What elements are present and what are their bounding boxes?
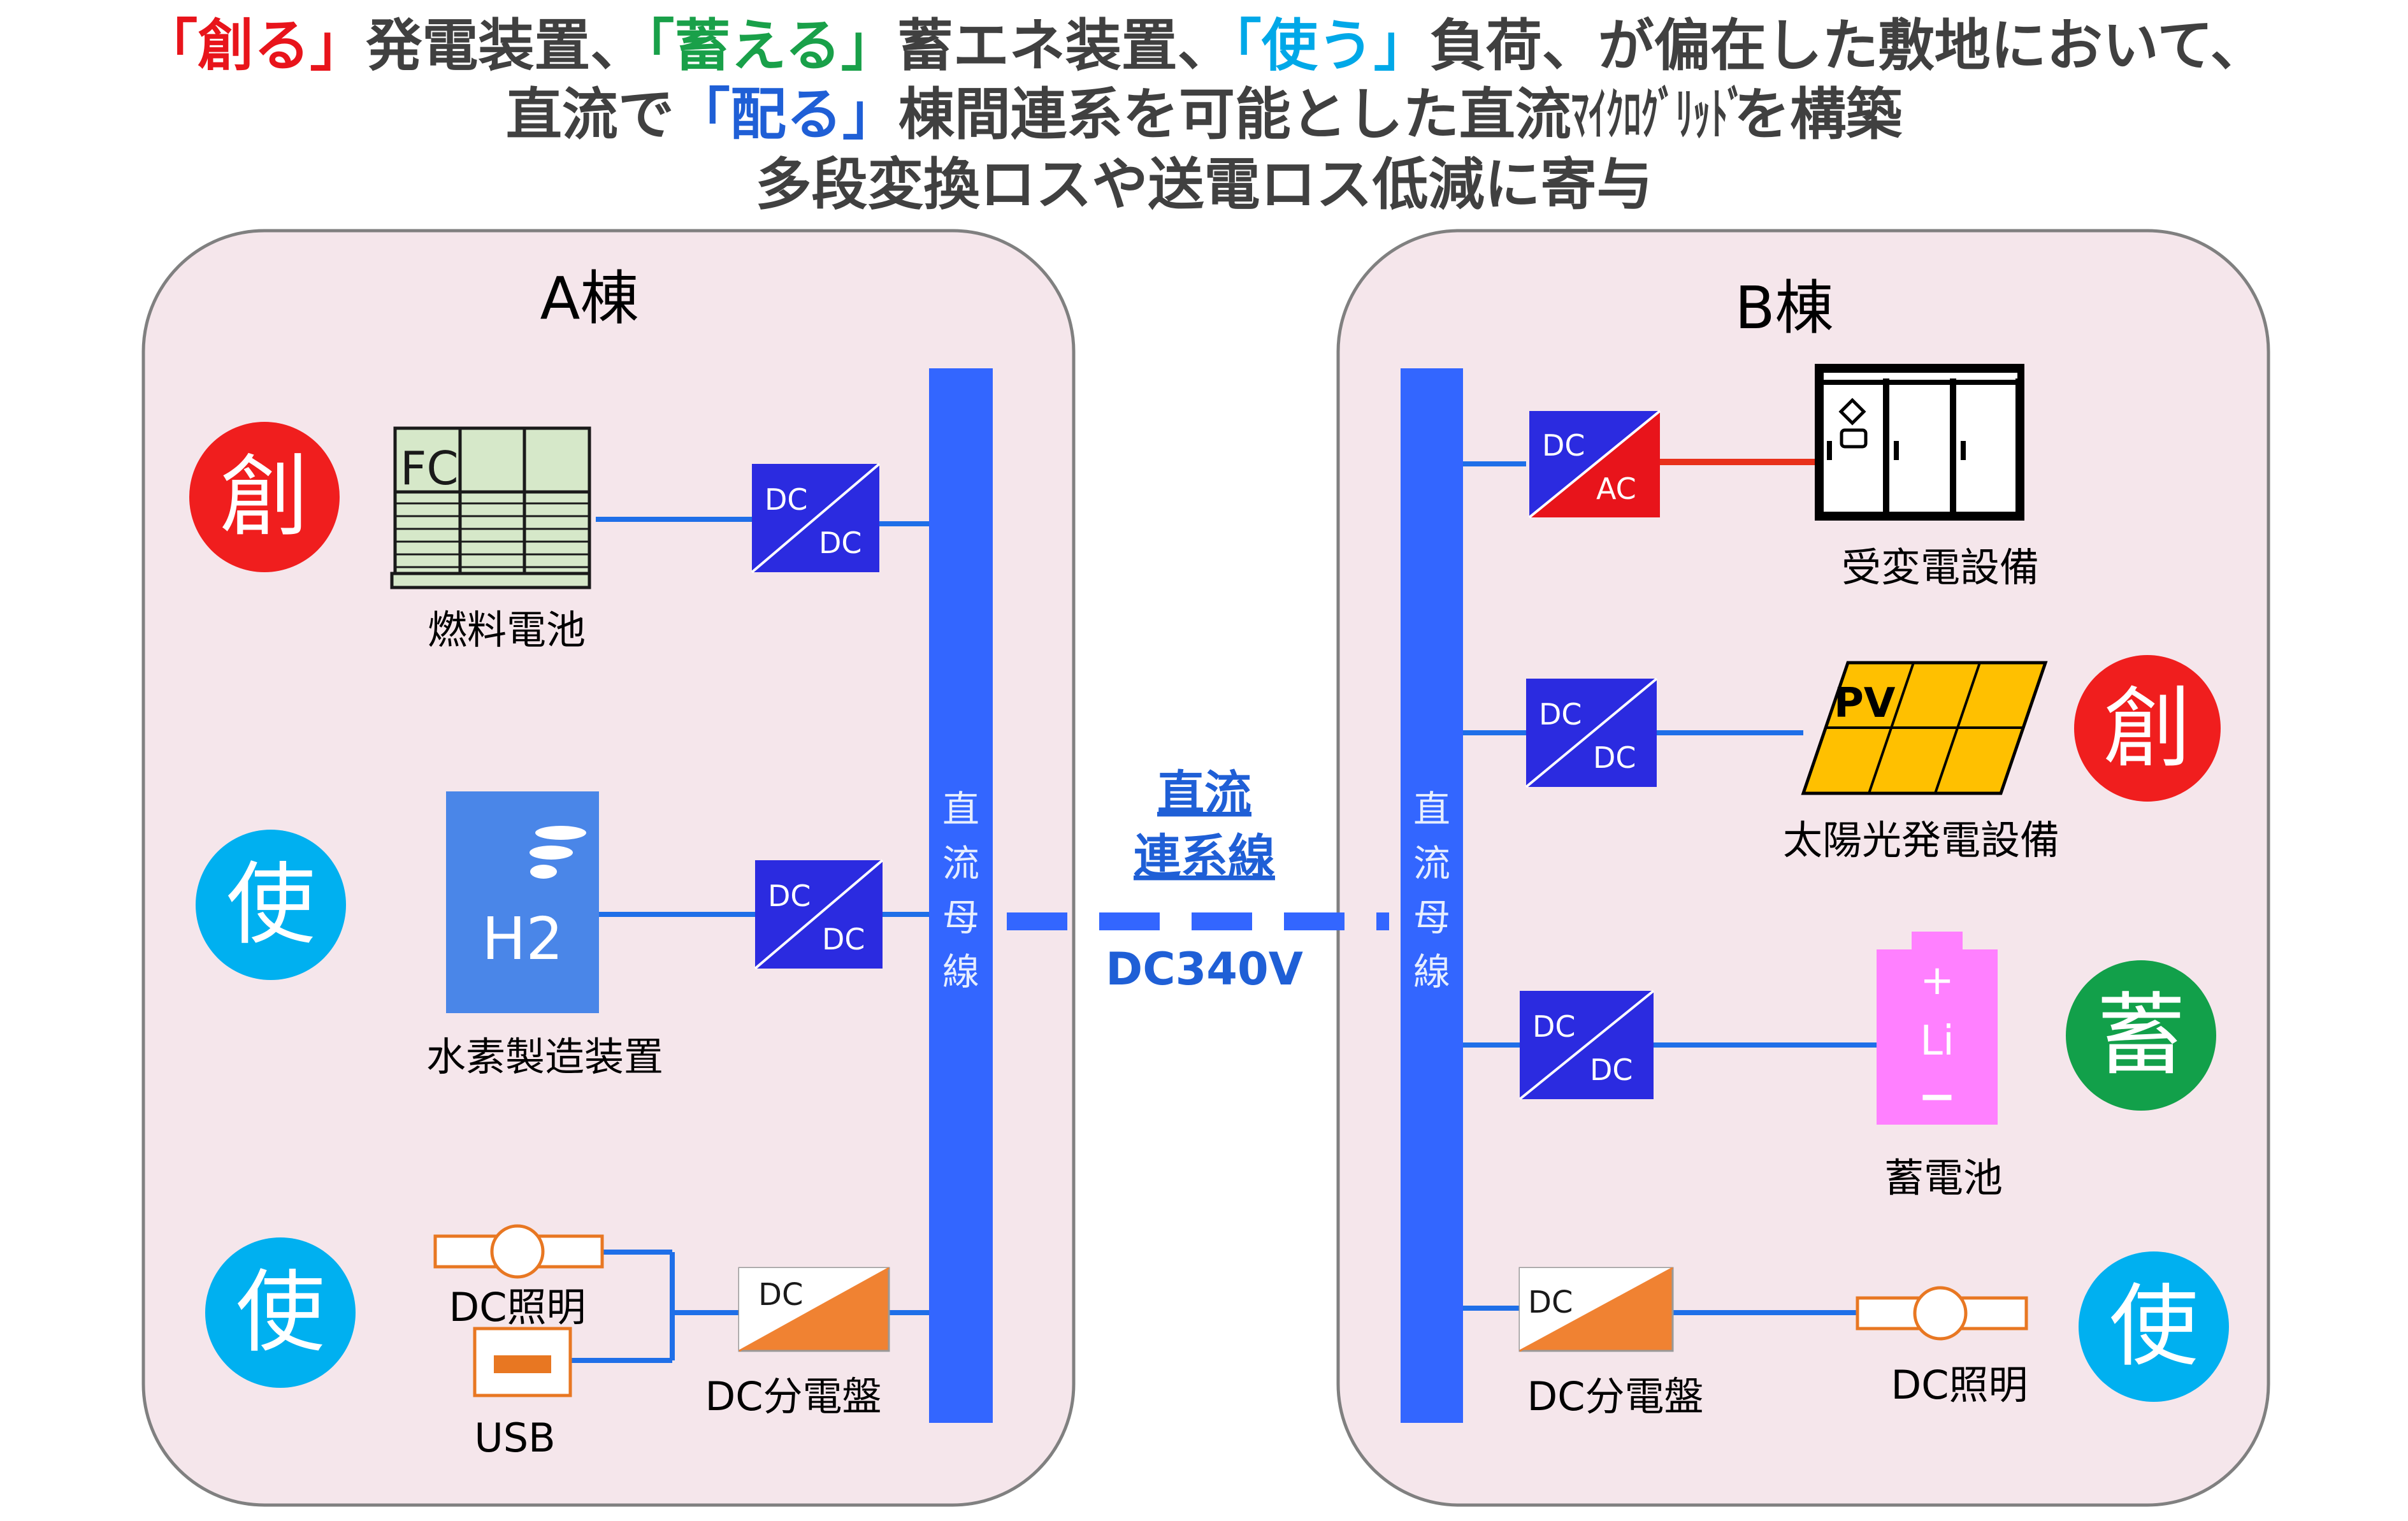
usb-outlet-icon bbox=[473, 1327, 572, 1397]
converter-a1-out: DC bbox=[819, 526, 862, 560]
usb-label: USB bbox=[474, 1415, 555, 1461]
converter-b3-dcdc: DC DC bbox=[1518, 990, 1655, 1100]
role-use-a2-text: 使 bbox=[236, 1261, 325, 1365]
headline-line-2: 直流で「配る」棟間連系を可能とした直流ﾏｲｸﾛｸﾞﾘｯﾄﾞを構築 bbox=[0, 83, 2408, 147]
converter-a2-out: DC bbox=[822, 922, 865, 956]
headline-line-1-segment-5: 「使う」 bbox=[1233, 13, 1430, 78]
bus-b-char-2: 流 bbox=[1413, 842, 1450, 885]
building-b-panel bbox=[1336, 229, 2270, 1507]
battery-label: 蓄電池 bbox=[1884, 1155, 2003, 1201]
bus-a-char-1: 直 bbox=[942, 788, 979, 831]
bus-b-char-1: 直 bbox=[1413, 788, 1450, 831]
role-store-b-text: 蓄 bbox=[2096, 984, 2186, 1088]
role-create-a-text: 創 bbox=[220, 445, 309, 549]
bus-b-char-3: 母 bbox=[1413, 896, 1450, 939]
building-a-dc-bus bbox=[929, 368, 993, 1423]
role-use-a1: 使 bbox=[196, 830, 346, 980]
fuel-cell-label: 燃料電池 bbox=[428, 607, 586, 653]
bus-a-char-4: 線 bbox=[942, 950, 979, 993]
converter-a2-in: DC bbox=[768, 879, 811, 913]
converter-b1-in: DC bbox=[1542, 428, 1585, 463]
building-b-wiring bbox=[1459, 461, 1877, 1315]
headline-linking-text: 棟間連系を可能とした直流 bbox=[898, 82, 1571, 147]
building-a-bus-label: 直 流 母 線 bbox=[942, 788, 979, 993]
dc-panel-b-text: DC bbox=[1528, 1285, 1573, 1320]
role-use-a1-text: 使 bbox=[226, 853, 315, 957]
battery-icon: + Li − bbox=[1877, 932, 1998, 1125]
headline-line-3: 多段変換ロスや送電ロス低減に寄与 bbox=[0, 153, 2408, 217]
dc-panel-b-icon: DC bbox=[1518, 1267, 1674, 1352]
building-a-wiring bbox=[570, 517, 962, 1363]
battery-plus: + bbox=[1920, 957, 1954, 1004]
role-create-b: 創 bbox=[2074, 655, 2221, 802]
role-use-b: 使 bbox=[2079, 1251, 2229, 1402]
pv-panel-icon: PV bbox=[1801, 661, 2048, 795]
converter-b2-in: DC bbox=[1539, 697, 1582, 732]
building-b-title: B棟 bbox=[1734, 274, 1833, 342]
battery-chem: Li bbox=[1920, 1018, 1954, 1065]
battery-minus: − bbox=[1918, 1069, 1956, 1123]
converter-b1-dcac: DC AC bbox=[1528, 410, 1661, 519]
role-use-b-text: 使 bbox=[2109, 1275, 2198, 1379]
role-create-b-text: 創 bbox=[2103, 677, 2191, 780]
headline-microgrid: ﾏｲｸﾛｸﾞﾘｯﾄﾞ bbox=[1571, 82, 1745, 147]
bus-a-char-2: 流 bbox=[942, 842, 979, 885]
dc-link-labels: 直流 連系線 DC340V bbox=[1106, 766, 1303, 995]
converter-b3-out: DC bbox=[1590, 1053, 1633, 1087]
building-a-title: A棟 bbox=[540, 264, 639, 333]
converter-a1-dcdc: DC DC bbox=[751, 463, 881, 573]
headline-line-1-segment-4: 蓄エネ装置、 bbox=[897, 13, 1234, 78]
converter-b2-out: DC bbox=[1593, 740, 1636, 775]
dc-panel-b-label: DC分電盤 bbox=[1527, 1373, 1703, 1420]
dc-link-label-1: 直流 bbox=[1157, 766, 1251, 821]
role-store-b: 蓄 bbox=[2066, 960, 2216, 1111]
substation-label: 受変電設備 bbox=[1842, 544, 2039, 591]
bus-a-char-3: 母 bbox=[942, 896, 979, 939]
pv-icon-text: PV bbox=[1834, 680, 1896, 727]
headline-distribute-keyword: 「配る」 bbox=[674, 82, 898, 147]
dc-panel-a-icon: DC bbox=[738, 1267, 890, 1352]
dc-light-a-label: DC照明 bbox=[449, 1284, 586, 1330]
headline-line-1-segments: 「創る」発電装置、「蓄える」蓄エネ装置、「使う」負荷、が偏在した敷地において、 bbox=[141, 13, 2266, 78]
h2-icon-text: H2 bbox=[482, 905, 563, 973]
converter-a2-dcdc: DC DC bbox=[754, 859, 884, 970]
dc-light-a-icon bbox=[433, 1224, 604, 1279]
role-use-a2: 使 bbox=[205, 1237, 356, 1388]
converter-b2-dcdc: DC DC bbox=[1525, 677, 1658, 788]
role-create-a: 創 bbox=[189, 422, 340, 572]
fuel-cell-icon: FC bbox=[390, 426, 591, 589]
converter-a1-in: DC bbox=[765, 482, 808, 517]
hydrogen-generator-icon: H2 bbox=[446, 791, 599, 1013]
headline-benefit: 多段変換ロスや送電ロス低減に寄与 bbox=[755, 152, 1653, 217]
dc-panel-a-label: DC分電盤 bbox=[705, 1373, 881, 1420]
converter-b3-in: DC bbox=[1532, 1009, 1576, 1044]
hydrogen-generator-label: 水素製造装置 bbox=[426, 1034, 663, 1080]
building-b-bus-label: 直 流 母 線 bbox=[1413, 788, 1450, 993]
converter-b1-out: AC bbox=[1596, 472, 1636, 506]
dc-panel-a-text: DC bbox=[758, 1277, 803, 1313]
dc-link-label-2: 連系線 bbox=[1134, 830, 1275, 884]
headline-build: を構築 bbox=[1734, 82, 1903, 147]
headline-line-1: 「創る」発電装置、「蓄える」蓄エネ装置、「使う」負荷、が偏在した敷地において、 bbox=[0, 14, 2408, 78]
headline-line-1-segment-3: 「蓄える」 bbox=[646, 13, 897, 78]
building-b-dc-bus bbox=[1401, 368, 1463, 1423]
headline-line-1-segment-6: 負荷、が偏在した敷地において、 bbox=[1429, 13, 2267, 78]
dc-light-b-label: DC照明 bbox=[1891, 1362, 2028, 1408]
substation-icon bbox=[1815, 364, 2024, 521]
dc-light-b-icon bbox=[1856, 1286, 2028, 1341]
headline-line-1-segment-2: 発電装置、 bbox=[366, 13, 647, 78]
headline-line-1-segment-1: 「創る」 bbox=[141, 13, 366, 78]
dc-link-voltage: DC340V bbox=[1106, 943, 1303, 995]
pv-label: 太陽光発電設備 bbox=[1783, 817, 2059, 863]
bus-b-char-4: 線 bbox=[1413, 950, 1450, 993]
fuel-cell-icon-text: FC bbox=[400, 442, 459, 495]
headline-dc-prefix: 直流で bbox=[505, 82, 674, 147]
